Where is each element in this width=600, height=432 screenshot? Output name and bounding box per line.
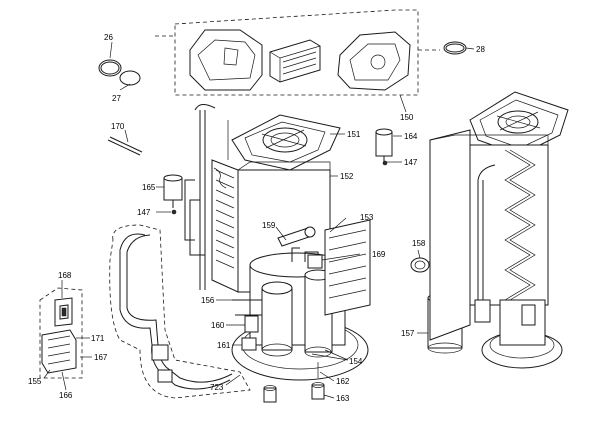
label-171: 171	[91, 334, 105, 343]
label-156: 156	[201, 296, 215, 305]
control-box	[39, 287, 83, 379]
label-151: 151	[347, 130, 361, 139]
label-154: 154	[349, 357, 363, 366]
tube-loop-723	[109, 224, 251, 399]
label-153: 153	[360, 213, 374, 222]
label-28: 28	[476, 45, 485, 54]
cartridge-165	[163, 174, 183, 215]
label-26: 26	[104, 33, 113, 42]
assembly-box-150	[155, 9, 440, 96]
label-155: 155	[28, 377, 42, 386]
label-723: 723	[210, 383, 224, 392]
label-150: 150	[400, 113, 414, 122]
label-170: 170	[111, 122, 125, 131]
leader-lines	[43, 94, 428, 399]
label-158: 158	[412, 239, 426, 248]
rod-170	[107, 129, 143, 156]
label-169: 169	[372, 250, 386, 259]
label-152: 152	[340, 172, 354, 181]
label-157: 157	[401, 329, 415, 338]
label-164: 164	[404, 132, 418, 141]
ring-27	[119, 70, 141, 86]
part-labels: 26 27 28 150 170 151 164 147 152 165 147…	[28, 33, 485, 403]
ring-26	[98, 59, 122, 77]
label-163: 163	[336, 394, 350, 403]
label-147-upper: 147	[404, 158, 418, 167]
label-161: 161	[217, 341, 231, 350]
label-159: 159	[262, 221, 276, 230]
label-165: 165	[142, 183, 156, 192]
compressor-base	[231, 219, 371, 403]
label-166: 166	[59, 391, 73, 400]
label-27: 27	[112, 94, 121, 103]
label-160: 160	[211, 321, 225, 330]
ring-28	[443, 41, 467, 55]
heat-exchanger-right	[429, 91, 569, 369]
label-162: 162	[336, 377, 350, 386]
label-167: 167	[94, 353, 108, 362]
label-168: 168	[58, 271, 72, 280]
label-147-lower: 147	[137, 208, 151, 217]
cartridge-164	[375, 128, 393, 166]
